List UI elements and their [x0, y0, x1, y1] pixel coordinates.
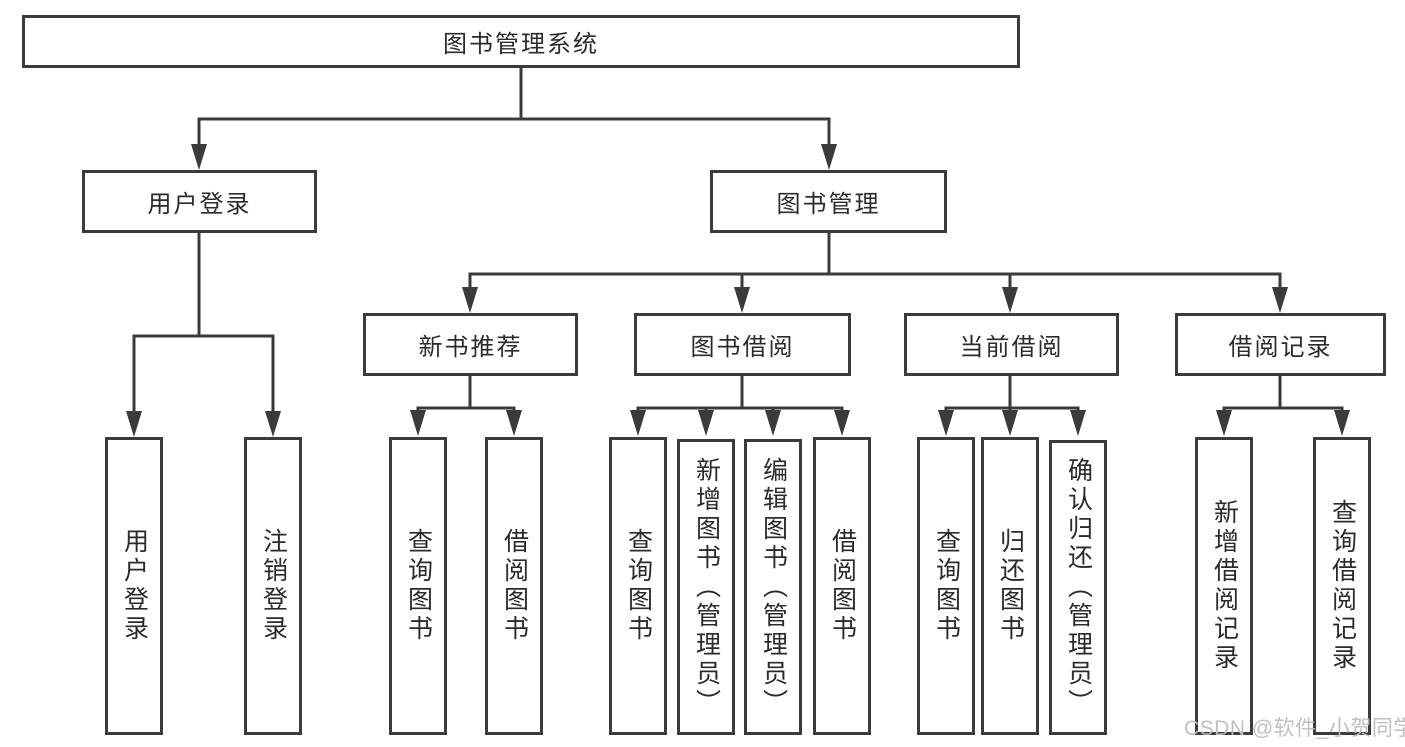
node-book-borrow: 图书借阅 [634, 313, 851, 376]
leaf-newbook-borrow-books: 借阅图书 [485, 437, 543, 735]
leaf-record-query-borrow-record: 查询借阅记录 [1313, 437, 1371, 735]
leaf-borrow-edit-books-admin: 编辑图书（管理员） [744, 439, 802, 735]
node-new-book-recommend: 新书推荐 [363, 313, 578, 376]
leaf-record-add-borrow-record: 新增借阅记录 [1195, 437, 1253, 735]
leaf-borrow-add-books-admin: 新增图书（管理员） [677, 439, 735, 735]
leaf-logout: 注销登录 [244, 437, 302, 735]
csdn-watermark: CSDN @软件_小贺同学 [1184, 717, 1405, 740]
leaf-current-confirm-return-admin: 确认归还（管理员） [1049, 440, 1107, 735]
node-book-management: 图书管理 [710, 170, 947, 233]
leaf-current-query-books: 查询图书 [917, 437, 975, 735]
node-current-borrow: 当前借阅 [904, 313, 1119, 376]
leaf-newbook-query-books: 查询图书 [389, 437, 447, 735]
node-user-login: 用户登录 [82, 170, 317, 233]
node-root-title: 图书管理系统 [22, 15, 1020, 68]
leaf-current-return-books: 归还图书 [981, 437, 1039, 735]
leaf-user-login: 用户登录 [105, 437, 163, 735]
node-borrow-record: 借阅记录 [1175, 313, 1386, 376]
leaf-borrow-borrow-books: 借阅图书 [813, 437, 871, 735]
leaf-borrow-query-books: 查询图书 [609, 437, 667, 735]
